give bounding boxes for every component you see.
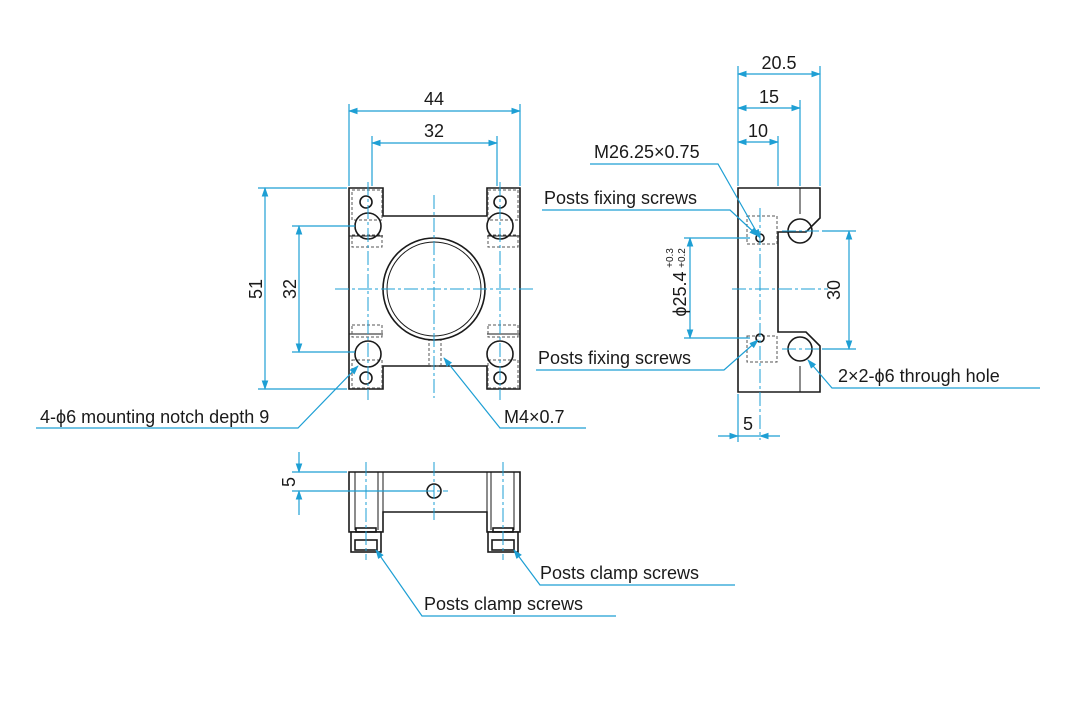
dim-30: 30: [824, 280, 844, 300]
dim-10: 10: [748, 121, 768, 141]
label-tap: M4×0.7: [504, 407, 565, 427]
dim-bore: ϕ25.4: [670, 271, 690, 316]
label-through-hole: 2×2-ϕ6 through hole: [838, 366, 1000, 386]
top-view: 5 Posts clamp screws Posts clamp screws: [279, 452, 735, 617]
dim-height-inner: 32: [280, 279, 300, 299]
label-notch: 4-ϕ6 mounting notch depth 9: [40, 407, 269, 427]
label-clamp-right: Posts clamp screws: [540, 563, 699, 583]
front-view: 44 32 51 32 4-ϕ6 mounting notch depth 9 …: [36, 89, 586, 429]
dim-5-top: 5: [279, 477, 299, 487]
dim-width-outer: 44: [424, 89, 444, 109]
label-thread: M26.25×0.75: [594, 142, 700, 162]
label-fixing-top: Posts fixing screws: [544, 188, 697, 208]
dim-20-5: 20.5: [761, 53, 796, 73]
side-view: 20.5 15 10 M26.25×0.75 Posts fixing scre…: [536, 53, 1040, 442]
dim-bore-tol-upper: +0.3: [665, 248, 676, 268]
dim-bore-tol-lower: +0.2: [677, 248, 688, 268]
dim-15: 15: [759, 87, 779, 107]
side-body-outline: [737, 187, 821, 393]
dim-width-inner: 32: [424, 121, 444, 141]
dim-height-outer: 51: [246, 279, 266, 299]
dim-5-side: 5: [743, 414, 753, 434]
label-clamp-left: Posts clamp screws: [424, 594, 583, 614]
label-fixing-bottom: Posts fixing screws: [538, 348, 691, 368]
